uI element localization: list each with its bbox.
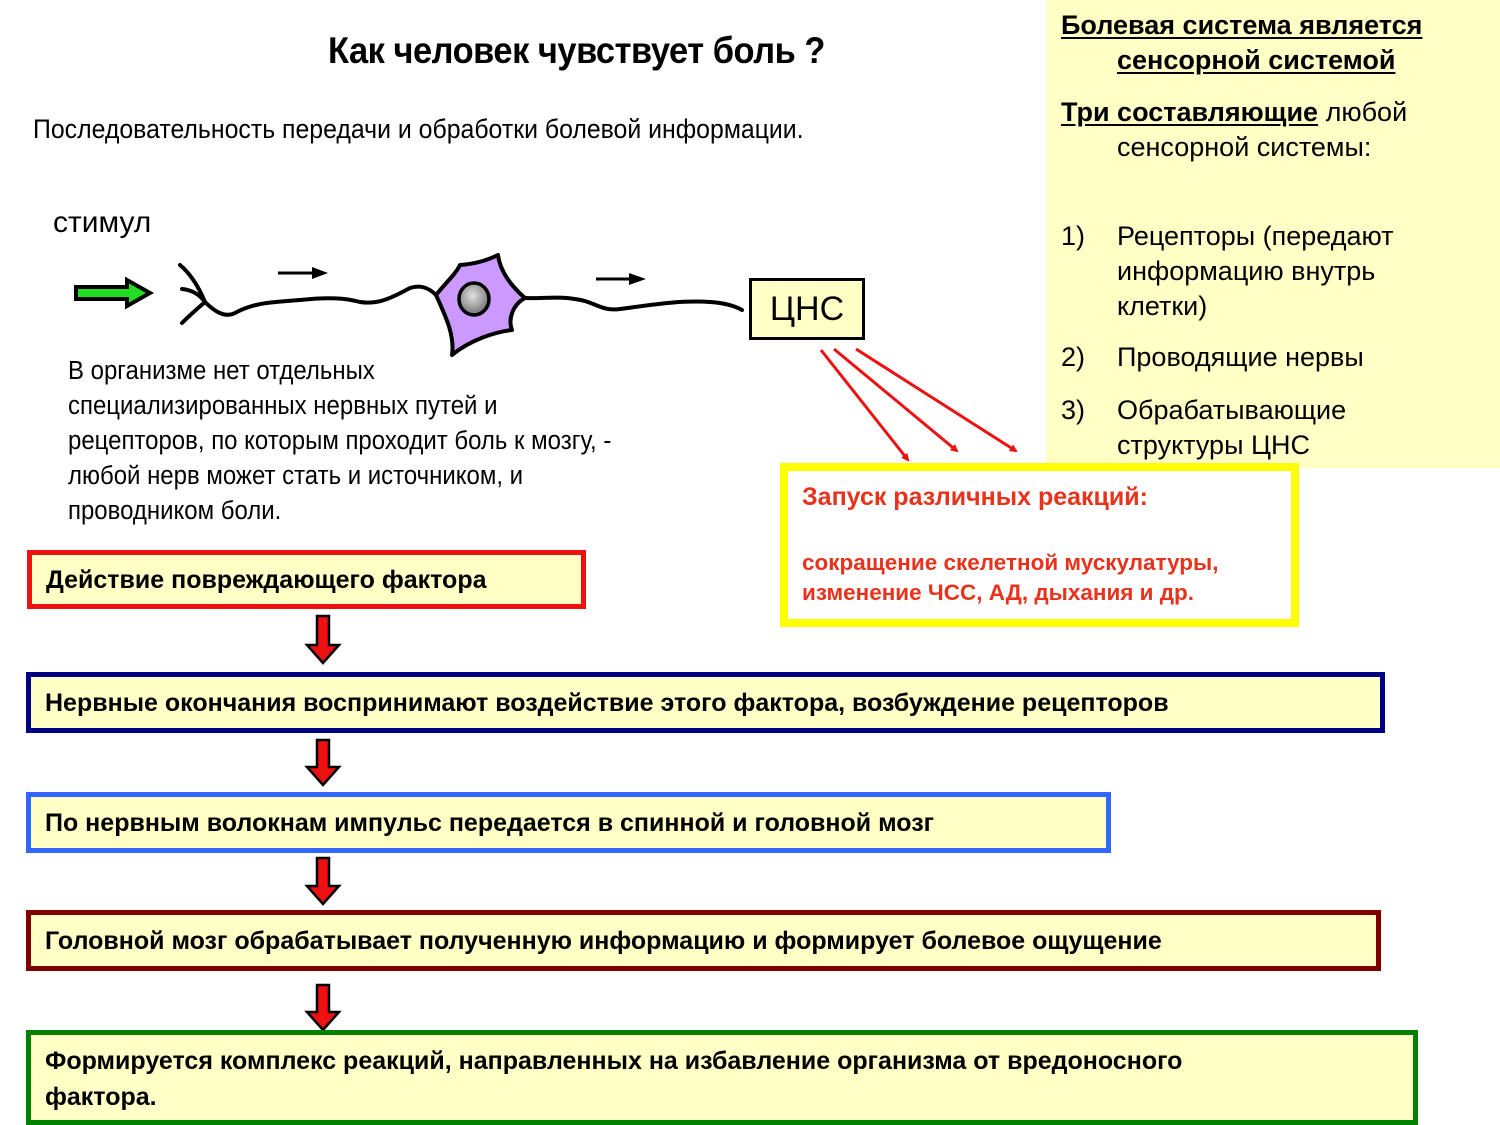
list-item-text: информацию внутрь xyxy=(1117,256,1376,286)
red-arrow-icon xyxy=(855,347,1018,453)
step-text: По нервным волокнам импульс передается в… xyxy=(45,808,935,837)
cns-to-reactions-arrows xyxy=(819,347,1018,462)
right-arrow-icon xyxy=(596,273,646,285)
step-text: фактора. xyxy=(45,1083,157,1111)
note-line: специализированных нервных путей и xyxy=(68,392,498,420)
panel-components-line2: сенсорной системы: xyxy=(1117,132,1372,162)
stimulus-label: стимул xyxy=(53,206,152,239)
reactions-title: Запуск различных реакций: xyxy=(802,483,1148,511)
note-text: В организме нет отдельных специализирова… xyxy=(68,354,611,529)
page-subtitle: Последовательность передачи и обработки … xyxy=(33,114,804,144)
list-item-text: Проводящие нервы xyxy=(1117,342,1364,372)
components-bold: Три составляющие xyxy=(1061,97,1319,127)
reactions-box: Запуск различных реакций: сокращение ске… xyxy=(780,463,1299,627)
step-text: Действие повреждающего фактора xyxy=(46,565,487,594)
note-line: любой нерв может стать и источником, и xyxy=(68,462,524,490)
nerve-ending-icon xyxy=(178,263,207,325)
step-damaging-factor: Действие повреждающего фактора xyxy=(27,550,586,609)
list-item-text: структуры ЦНС xyxy=(1117,430,1310,460)
right-arrow-icon xyxy=(278,267,328,279)
list-number: 1) xyxy=(1061,221,1086,251)
step-text: Формируется комплекс реакций, направленн… xyxy=(45,1047,1183,1075)
panel-heading-line1: Болевая система является xyxy=(1061,10,1423,40)
note-line: В организме нет отдельных xyxy=(68,357,375,385)
step-reaction-complex: Формируется комплекс реакций, направленн… xyxy=(26,1030,1418,1125)
list-item-text: Рецепторы (передают xyxy=(1117,221,1394,251)
nerve-fiber-to-cns xyxy=(523,295,744,312)
step-receptor-excitation: Нервные окончания воспринимают воздейств… xyxy=(26,672,1385,733)
list-number: 3) xyxy=(1061,395,1086,425)
cns-box: ЦНС xyxy=(749,278,865,340)
list-item-text: клетки) xyxy=(1117,291,1208,321)
list-item-text: Обрабатывающие xyxy=(1117,395,1347,425)
panel-components-line: Три составляющие любой xyxy=(1061,97,1407,128)
stimulus-arrow-icon xyxy=(74,276,155,310)
panel-heading-line2: сенсорной системой xyxy=(1117,45,1396,75)
down-arrow-icon xyxy=(304,738,342,787)
nerve-fiber xyxy=(203,284,438,317)
sensory-system-panel: Болевая система является сенсорной систе… xyxy=(1046,0,1500,468)
red-arrow-icon xyxy=(819,349,910,462)
step-impulse-transmission: По нервным волокнам импульс передается в… xyxy=(26,792,1111,853)
reactions-list: сокращение скелетной мускулатуры, измене… xyxy=(802,548,1219,608)
list-number: 2) xyxy=(1061,342,1086,372)
red-arrow-icon xyxy=(833,347,959,453)
note-line: рецепторов, по которым проходит боль к м… xyxy=(68,427,612,455)
reactions-line: сокращение скелетной мускулатуры, xyxy=(802,550,1219,575)
down-arrow-icon xyxy=(304,856,342,906)
step-text: Нервные окончания воспринимают воздейств… xyxy=(45,688,1169,717)
down-arrow-icon xyxy=(304,983,342,1032)
down-arrow-icon xyxy=(304,614,342,665)
cns-label: ЦНС xyxy=(769,289,845,328)
components-rest: любой xyxy=(1318,97,1408,127)
reactions-line: изменение ЧСС, АД, дыхания и др. xyxy=(802,580,1195,605)
page-title: Как человек чувствует боль ? xyxy=(328,30,825,71)
neuron-cell-body xyxy=(434,253,527,357)
step-brain-processing: Головной мозг обрабатывает полученную ин… xyxy=(26,910,1381,971)
step-text: Головной мозг обрабатывает полученную ин… xyxy=(45,926,1162,955)
note-line: проводником боли. xyxy=(68,497,282,525)
